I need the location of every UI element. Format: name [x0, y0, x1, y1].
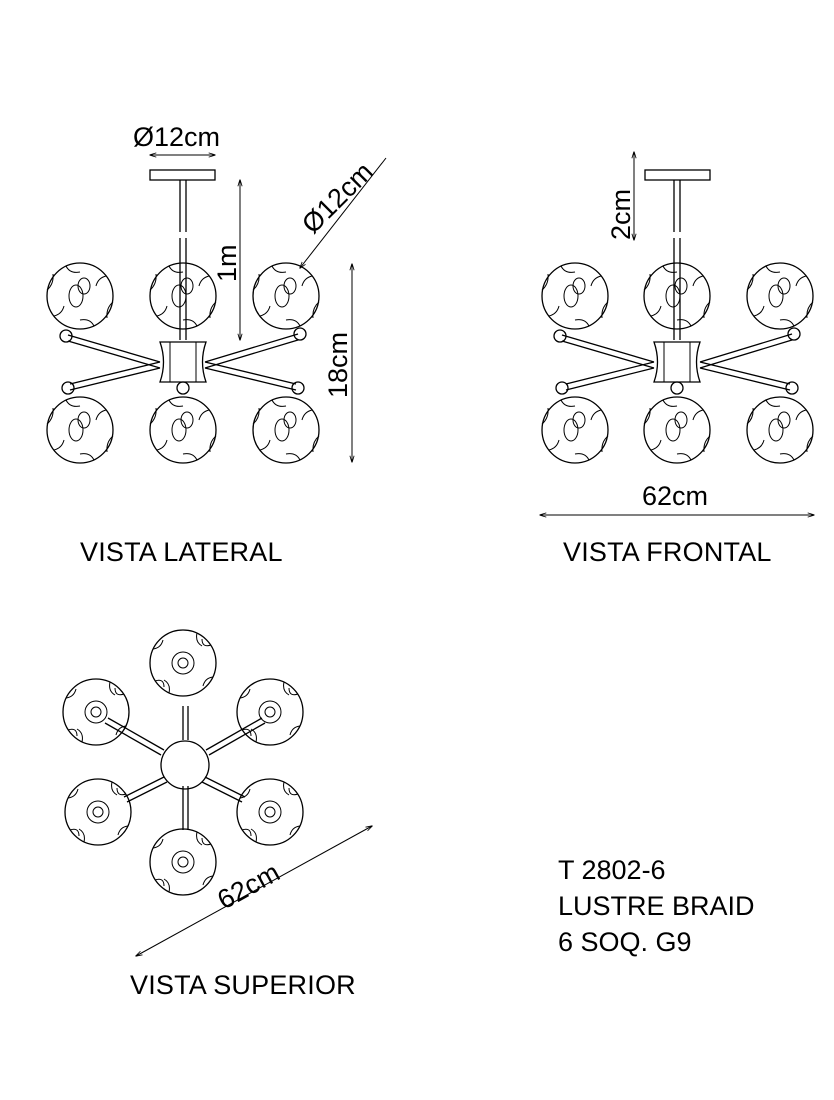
dim-globe-diameter: Ø12cm	[296, 156, 379, 239]
product-spec: 6 SOQ. G9	[558, 927, 692, 957]
frontal-dimensions: 2cm 62cm	[540, 152, 814, 515]
caption-lateral-view: VISTA LATERAL	[80, 537, 283, 567]
product-name: LUSTRE BRAID	[558, 891, 755, 921]
dim-top-width: 62cm	[212, 857, 284, 915]
top-view-drawing	[62, 629, 304, 896]
dim-frontal-width: 62cm	[642, 481, 708, 511]
caption-frontal-view: VISTA FRONTAL	[563, 537, 772, 567]
frontal-view-drawing	[541, 169, 814, 464]
caption-top-view: VISTA SUPERIOR	[130, 970, 356, 1000]
product-specs: T 2802-6 LUSTRE BRAID 6 SOQ. G9	[558, 852, 755, 960]
top-view-dimensions: 62cm	[136, 826, 372, 956]
dim-canopy-height: 2cm	[606, 189, 636, 240]
lateral-view-drawing	[46, 169, 320, 464]
dim-rod-length: 1m	[212, 244, 242, 282]
product-code: T 2802-6	[558, 855, 666, 885]
dim-body-height: 18cm	[323, 332, 353, 398]
dim-canopy-diameter: Ø12cm	[133, 122, 220, 152]
